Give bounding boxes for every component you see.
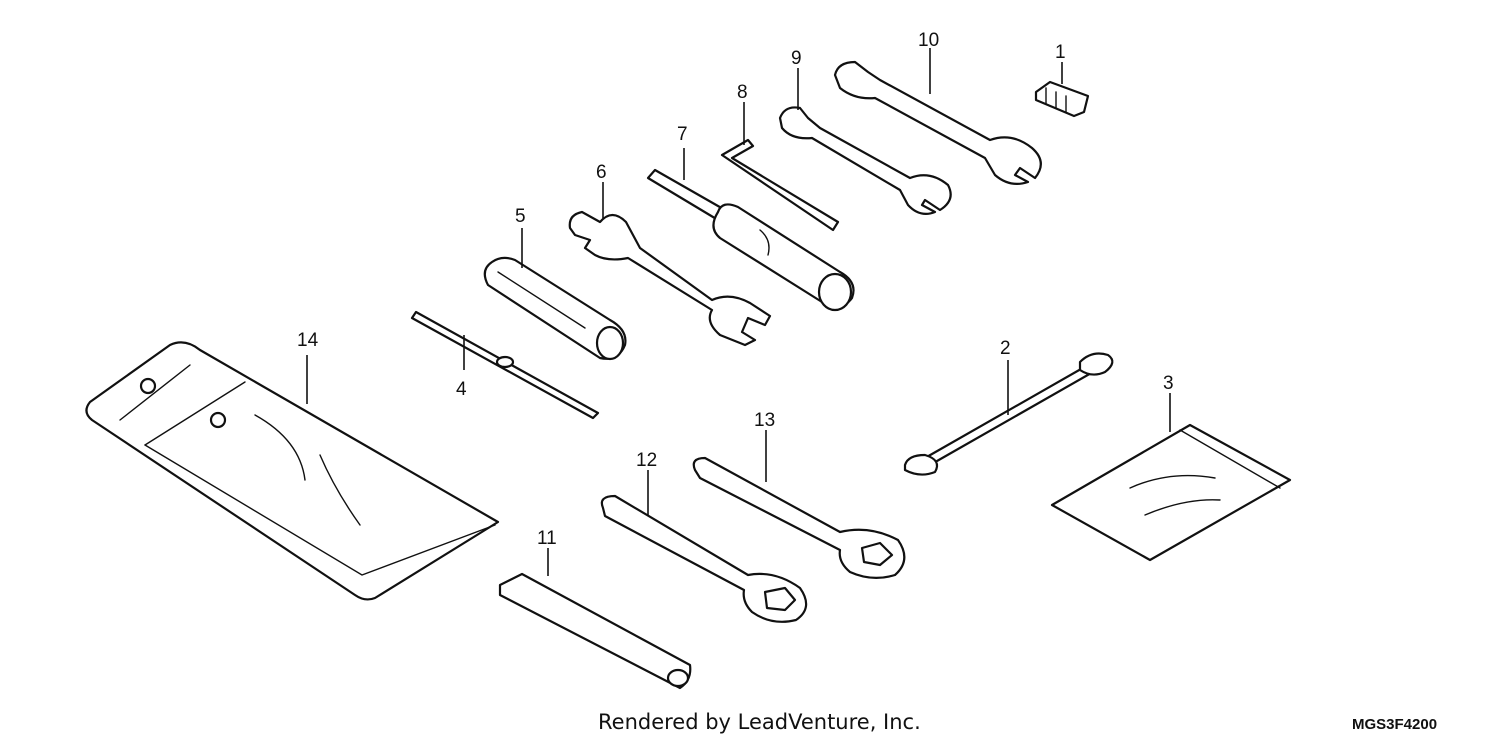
rendered-by-credit: Rendered by LeadVenture, Inc. bbox=[598, 710, 921, 734]
part-3-sleeve[interactable]: 3 bbox=[1050, 373, 1292, 562]
callout-12: 12 bbox=[636, 450, 657, 471]
part-6-wrench[interactable]: 6 bbox=[568, 162, 772, 347]
callout-7: 7 bbox=[677, 124, 688, 145]
callout-4: 4 bbox=[456, 379, 467, 400]
part-2-cable[interactable]: 2 bbox=[903, 338, 1114, 476]
part-1-clip[interactable]: 1 bbox=[1034, 42, 1090, 118]
callout-14: 14 bbox=[297, 330, 319, 351]
part-11-extension-bar[interactable]: 11 bbox=[498, 528, 692, 690]
callout-10: 10 bbox=[918, 30, 939, 51]
part-9-wrench[interactable]: 9 bbox=[778, 48, 952, 215]
part-10-wrench[interactable]: 10 bbox=[833, 30, 1042, 185]
part-13-box-wrench[interactable]: 13 bbox=[692, 410, 906, 579]
callout-13: 13 bbox=[754, 410, 775, 431]
part-14-tool-bag[interactable]: 14 bbox=[85, 330, 500, 601]
callout-2: 2 bbox=[1000, 338, 1011, 359]
callout-11: 11 bbox=[537, 528, 557, 549]
callout-9: 9 bbox=[791, 48, 802, 69]
part-7-spark-plug-wrench[interactable]: 7 bbox=[646, 124, 855, 312]
callout-8: 8 bbox=[737, 82, 748, 103]
callout-6: 6 bbox=[596, 162, 607, 183]
part-4-screwdriver[interactable]: 4 bbox=[410, 310, 600, 420]
callout-3: 3 bbox=[1163, 373, 1174, 394]
callout-1: 1 bbox=[1055, 42, 1066, 63]
part-5-handle[interactable]: 5 bbox=[483, 206, 627, 361]
part-12-box-wrench[interactable]: 12 bbox=[600, 450, 808, 623]
diagram-code: MGS3F4200 bbox=[1352, 716, 1438, 733]
part-8-hex-key[interactable]: 8 bbox=[720, 82, 840, 232]
callout-5: 5 bbox=[515, 206, 526, 227]
